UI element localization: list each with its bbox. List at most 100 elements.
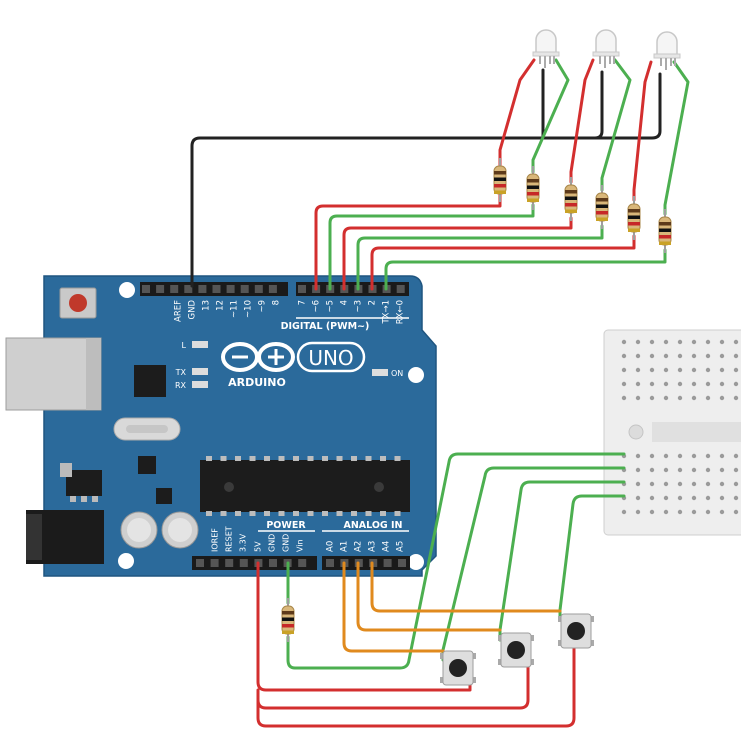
digital-pin-label: AREF [174,300,184,322]
resistor[interactable] [595,185,609,229]
mounting-hole [119,282,135,298]
rgb-led[interactable] [532,29,560,68]
mounting-hole [118,553,134,569]
arduino-logo: UNO ARDUINO [221,341,366,389]
model-badge [296,341,366,373]
digital-pin-label: ~9 [258,300,268,313]
push-button[interactable] [558,613,594,649]
wire-pin1-green [384,248,667,291]
digital-pin-label: GND [188,300,198,320]
wire-bb-green-3 [498,480,626,642]
analog-pin-label: A5 [396,541,406,552]
wire-led1-red [498,58,536,167]
digital-pin-label: 8 [272,300,282,305]
analog-pin-label: A2 [354,541,364,552]
push-buttons [440,613,594,686]
wire-5v-red [256,644,576,728]
resistor[interactable] [493,158,507,202]
digital-pin-label: ~3 [354,300,364,313]
digital-header-right [296,282,409,296]
wire-5v-red [256,662,530,710]
digital-pin-label: 13 [202,300,212,311]
resistor[interactable] [627,196,641,240]
wire-a1-orange [342,561,445,653]
led-on [372,369,388,376]
wire-gnd-black [518,70,604,140]
mounting-hole [408,367,424,383]
digital-pin-label: ~6 [312,300,322,313]
wire-pin3-green [356,224,604,291]
wire-led3-red [632,60,653,202]
analog-header [322,556,410,570]
wire-gnd-black [593,72,662,140]
analog-pin-label: A4 [382,541,392,552]
wire-pin2-red [370,234,636,291]
crystal-oscillator [113,417,181,441]
digital-pin-label: 7 [298,300,308,305]
breadboard[interactable] [603,329,741,536]
model-label: UNO [308,346,353,370]
rgb-leds [532,29,681,70]
brand-label: ARDUINO [228,376,286,389]
reset-button[interactable] [59,287,97,319]
digital-pin-label: TX→1 [382,300,392,325]
atmega-chip [200,456,410,516]
mounting-hole [408,554,424,570]
power-jack [26,510,104,564]
led-l [192,341,208,348]
led-label-l: L [182,341,187,350]
wire-pin5-green [328,203,535,291]
small-chip [156,488,172,504]
digital-header-label: DIGITAL (PWM~) [281,321,370,332]
on-label: ON [391,369,403,378]
power-pin-label: IOREF [211,528,220,552]
resistor[interactable] [564,177,578,221]
resistors [281,158,672,642]
analog-header-label: ANALOG IN [343,520,402,531]
chip-pins [206,456,401,461]
push-button[interactable] [498,632,534,668]
arduino-uno-board[interactable]: UNO ARDUINO L TX RX ON AREF GND 13 12 ~11 ~10… [5,275,437,577]
wire-pin4-red [342,216,573,291]
small-chip [138,456,156,474]
wire-gnd-black [190,68,545,288]
analog-pin-label: A3 [368,541,378,552]
push-button[interactable] [440,650,476,686]
power-pin-label: RESET [225,526,234,552]
wire-pin6-red [314,193,502,291]
voltage-regulator [60,463,102,502]
usb-connector [5,337,102,411]
power-pin-label: 5V [254,541,263,552]
digital-pin-label: 4 [340,300,350,305]
power-pin-label: GND [268,534,277,552]
wire-led2-red [569,58,595,184]
resistor[interactable] [658,209,672,253]
rgb-led[interactable] [653,31,681,70]
wire-5v-red [256,561,472,692]
digital-pin-label: 12 [216,300,226,311]
resistor[interactable] [281,598,295,642]
led-label-tx: TX [175,368,187,377]
led-rx [192,381,208,388]
led-tx [192,368,208,375]
led-label-rx: RX [175,381,187,390]
digital-pin-label: ~10 [244,300,254,318]
wire-led1-green [531,58,570,174]
power-pin-label: GND [282,534,291,552]
power-header-label: POWER [266,520,306,531]
wire-led2-green [600,58,632,192]
wire-bb-green-1 [286,452,626,670]
digital-pin-label: RX←0 [396,300,406,324]
wire-bb-green-2 [441,466,626,662]
usb-chip [134,365,166,397]
rgb-led[interactable] [592,29,620,68]
digital-pin-label: ~11 [230,300,240,318]
analog-pin-label: A0 [326,541,336,552]
digital-pin-label: 2 [368,300,378,305]
power-pin-label: Vin [296,539,305,552]
capacitor [120,511,158,549]
capacitor [161,511,199,549]
wire-bb-green-4 [558,494,626,622]
resistor[interactable] [526,166,540,210]
